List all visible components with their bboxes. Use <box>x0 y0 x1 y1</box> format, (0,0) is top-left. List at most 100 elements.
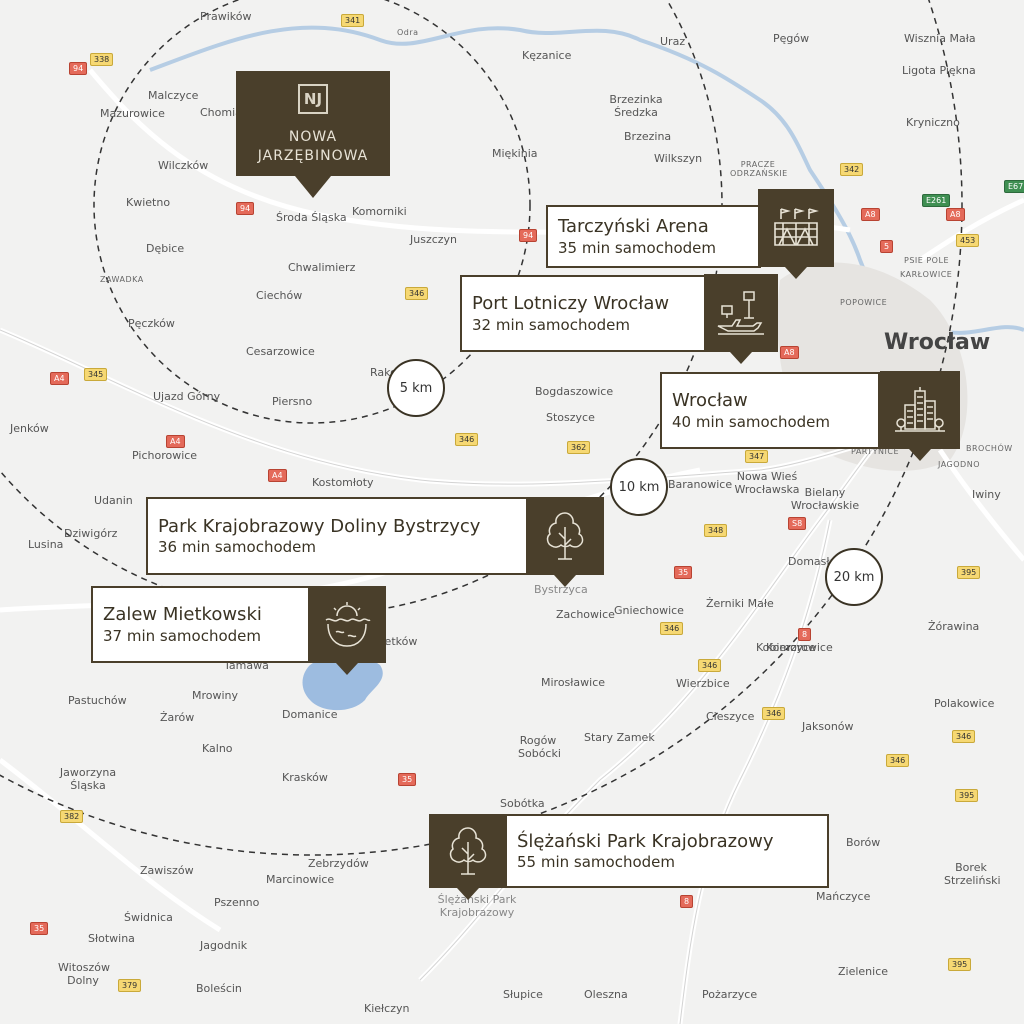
place-label: Komorowice <box>766 641 833 654</box>
place-label: Iwiny <box>972 488 1001 501</box>
place-label: Pęczków <box>128 317 175 330</box>
tree-icon <box>526 497 604 575</box>
card-subtitle: 35 min samochodem <box>558 238 716 257</box>
card-subtitle: 55 min samochodem <box>517 853 675 872</box>
road-shield: E67 <box>1004 180 1024 193</box>
place-label: Pożarzyce <box>702 988 758 1001</box>
road-shield: 379 <box>118 979 142 992</box>
place-label: Krasków <box>282 771 328 784</box>
place-label: Sobótka <box>500 797 545 810</box>
card-port-lotniczy[interactable]: Port Lotniczy Wrocław 32 min samochodem <box>460 275 708 352</box>
card-subtitle: 40 min samochodem <box>672 412 830 431</box>
place-label: Uraz <box>660 35 686 48</box>
place-label: PARTYNICE <box>851 447 900 456</box>
place-label: Kiełczyn <box>364 1002 410 1015</box>
card-subtitle: 32 min samochodem <box>472 315 630 334</box>
stadium-icon <box>758 189 834 267</box>
road-shield: 346 <box>698 659 722 672</box>
place-label: Żerniki Małe <box>706 597 774 610</box>
card-wroclaw[interactable]: Wrocław 40 min samochodem <box>660 372 880 449</box>
road-shield: E261 <box>922 194 951 207</box>
place-label: Rogów Sobócki <box>518 734 561 760</box>
road-shield: S8 <box>788 517 807 530</box>
radius-label-10km: 10 km <box>610 458 668 516</box>
place-label: Słupice <box>503 988 543 1001</box>
place-label: Gniechowice <box>614 604 684 617</box>
place-label: Oleszna <box>584 988 628 1001</box>
nj-monogram-icon: NJ <box>298 84 328 114</box>
radius-label-5km: 5 km <box>387 359 445 417</box>
place-label: Wilczków <box>158 159 209 172</box>
card-title: Park Krajobrazowy Doliny Bystrzycy <box>158 515 481 537</box>
road-shield: 346 <box>762 707 786 720</box>
card-zalew-mietkowski[interactable]: Zalew Mietkowski 37 min samochodem <box>91 586 311 663</box>
place-label: Malczyce <box>148 89 199 102</box>
card-title: Ślężański Park Krajobrazowy <box>517 830 774 852</box>
road-shield: 8 <box>680 895 694 908</box>
place-label: Udanin <box>94 494 133 507</box>
place-label: Witoszów Dolny <box>58 961 110 987</box>
place-label: Wisznia Mała <box>904 32 976 45</box>
road-shield: 346 <box>886 754 910 767</box>
place-label: BROCHÓW <box>966 444 1013 453</box>
road-shield: 347 <box>745 450 769 463</box>
card-tarczynski-arena[interactable]: Tarczyński Arena 35 min samochodem <box>546 205 761 268</box>
place-label: Pszenno <box>214 896 260 909</box>
place-label: Pastuchów <box>68 694 127 707</box>
place-label: Zebrzydów <box>308 857 369 870</box>
place-label: Cesarzowice <box>246 345 315 358</box>
road-shield: 346 <box>405 287 429 300</box>
place-label: Bogdaszowice <box>535 385 614 398</box>
card-subtitle: 36 min samochodem <box>158 538 316 557</box>
road-shield: A4 <box>268 469 287 482</box>
place-label: Mirosławice <box>541 676 606 689</box>
place-label: Stary Zamek <box>584 731 655 744</box>
place-label: Mańczyce <box>816 890 871 903</box>
road-shield: 395 <box>948 958 972 971</box>
place-label: Piersno <box>272 395 313 408</box>
card-slezanski-park[interactable]: Ślężański Park Krajobrazowy 55 min samoc… <box>505 814 829 888</box>
lake-icon <box>308 586 386 663</box>
place-label: Chwalimierz <box>288 261 356 274</box>
road-shield: 94 <box>519 229 538 242</box>
place-label: Domanice <box>282 708 338 721</box>
place-label: Brzezina <box>624 130 672 143</box>
place-label: Nowa Wieś Wrocławska <box>734 470 800 496</box>
card-title: Port Lotniczy Wrocław <box>472 293 670 315</box>
place-label: Borów <box>846 836 881 849</box>
place-label: Ciechów <box>256 289 303 302</box>
logo-name-line1: NOWA <box>288 129 338 145</box>
place-label: ZAWADKA <box>100 275 144 284</box>
place-label: Jaksonów <box>802 720 854 733</box>
place-label: Komorniki <box>352 205 407 218</box>
radius-label-20km: 20 km <box>825 548 883 606</box>
place-label: Bielany Wrocławskie <box>790 486 860 512</box>
place-label: Zachowice <box>556 608 615 621</box>
place-label: Jaworzyna Śląska <box>59 766 117 792</box>
road-shield: A4 <box>166 435 185 448</box>
place-label: Kobierzyce <box>756 641 816 654</box>
place-label: Marcinowice <box>266 873 335 886</box>
place-label: Mrowiny <box>192 689 239 702</box>
place-label: Zawiszów <box>140 864 194 877</box>
road-shield: 395 <box>955 789 979 802</box>
place-label: Mazurowice <box>100 107 165 120</box>
road-shield: 346 <box>952 730 976 743</box>
place-label: Ligota Piękna <box>902 64 976 77</box>
place-label: Dębice <box>146 242 185 255</box>
road-shield: 342 <box>840 163 864 176</box>
place-label: Jenków <box>10 422 49 435</box>
place-label: Świdnica <box>124 911 173 924</box>
road-shield: A8 <box>861 208 880 221</box>
place-label: Baranowice <box>668 478 733 491</box>
road-shield: A8 <box>780 346 799 359</box>
airport-icon <box>704 274 778 352</box>
place-label: Miękinia <box>492 147 538 160</box>
card-subtitle: 37 min samochodem <box>103 626 261 645</box>
road-shield: 346 <box>660 622 684 635</box>
card-title: Zalew Mietkowski <box>103 604 262 626</box>
place-label: Dziwigórz <box>64 527 118 540</box>
river-label: Odra <box>397 28 419 37</box>
card-park-doliny-bystrzycy[interactable]: Park Krajobrazowy Doliny Bystrzycy 36 mi… <box>146 497 530 575</box>
